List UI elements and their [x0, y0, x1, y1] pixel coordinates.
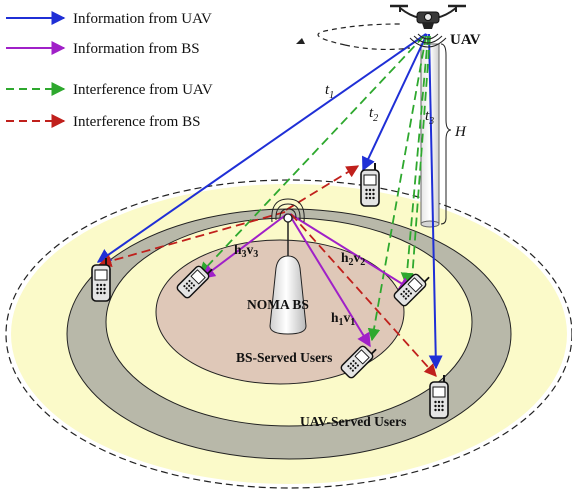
uav-link-left-user	[96, 33, 427, 263]
uav-link-top-user	[362, 33, 428, 172]
uav-label: UAV	[450, 32, 481, 48]
t1-label: t1	[325, 82, 334, 101]
legend-label: Information from UAV	[73, 11, 212, 27]
uav-interference-links	[199, 35, 431, 342]
legend-item-uav-info: Information from UAV	[6, 11, 212, 27]
legend-label: Interference from BS	[73, 114, 200, 130]
bs-label: NOMA BS	[247, 297, 309, 312]
h3v3-label: h3v3	[234, 242, 258, 260]
h1v1-label: h1v1	[331, 310, 355, 328]
mobile-phone-icon	[91, 257, 111, 302]
legend-label: Interference from UAV	[73, 82, 213, 98]
drone-icon	[390, 4, 466, 29]
mobile-phone-icon	[429, 374, 449, 419]
h2v2-label: h2v2	[341, 250, 365, 268]
height-label: H	[454, 124, 467, 140]
uav-link-bottom-user	[428, 33, 443, 370]
legend-item-bs-interference: Interference from BS	[6, 114, 200, 130]
bs-served-users-label: BS-Served Users	[236, 350, 332, 365]
height-cylinder: H	[420, 43, 467, 228]
uav-served-users-label: UAV-Served Users	[300, 414, 406, 429]
mobile-phone-icon	[360, 162, 380, 207]
bs-information-links	[200, 213, 414, 348]
uav-information-links	[96, 33, 443, 370]
t3-label: t3	[425, 108, 434, 127]
legend: Information from UAV Information from BS…	[6, 11, 213, 130]
uav-radio-waves	[409, 33, 447, 48]
legend-item-uav-interference: Interference from UAV	[6, 82, 213, 98]
legend-item-bs-info: Information from BS	[6, 41, 200, 57]
base-station-icon	[269, 198, 307, 335]
bs-interference-links	[98, 165, 437, 377]
rotation-arrow	[317, 23, 401, 46]
legend-label: Information from BS	[73, 41, 200, 57]
t2-label: t2	[369, 105, 378, 124]
